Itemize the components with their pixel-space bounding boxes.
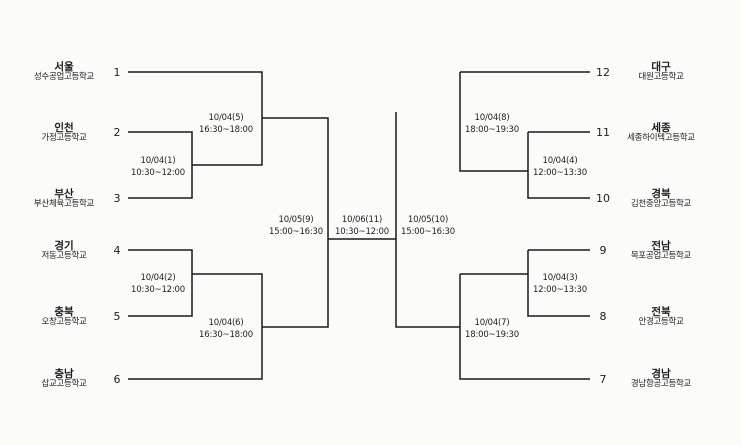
seed-number: 7 <box>599 373 607 386</box>
match-label-2: 10/04(2) 10:30~12:00 <box>131 273 185 296</box>
match-label-11: 10/06(11) 10:30~12:00 <box>335 215 389 238</box>
team-gyeonggi: 경기 저동고등학교 <box>41 240 87 262</box>
match-label-6: 10/04(6) 16:30~18:00 <box>199 318 253 341</box>
team-sejong: 세종 세종하이텍고등학교 <box>627 122 695 144</box>
seed-number: 5 <box>113 310 121 323</box>
match-label-1: 10/04(1) 10:30~12:00 <box>131 156 185 179</box>
match-line-8 <box>459 71 590 172</box>
seed-number: 8 <box>599 310 607 323</box>
match-line-4 <box>527 131 590 199</box>
match-line-10 <box>395 112 460 328</box>
seed-number: 2 <box>113 126 121 139</box>
seed-number: 10 <box>596 192 610 205</box>
seed-number: 6 <box>113 373 121 386</box>
match-label-4: 10/04(4) 12:00~13:30 <box>533 156 587 179</box>
team-gyeongnam: 경남 경남항공고등학교 <box>630 368 692 390</box>
seed-number: 3 <box>113 192 121 205</box>
team-jeonbuk: 전북 안경고등학교 <box>638 306 684 328</box>
team-chungnam: 충남 삽교고등학교 <box>41 368 87 390</box>
match-label-10: 10/05(10) 15:00~16:30 <box>401 215 455 238</box>
seed-number: 11 <box>596 126 610 139</box>
match-line-3 <box>527 249 590 317</box>
match-line-2 <box>128 249 193 317</box>
seed-number: 1 <box>113 66 121 79</box>
match-label-3: 10/04(3) 12:00~13:30 <box>533 273 587 296</box>
team-gyeongbuk: 경북 김천중앙고등학교 <box>630 188 692 210</box>
seed-number: 12 <box>596 66 610 79</box>
match-label-8: 10/04(8) 18:00~19:30 <box>465 113 519 136</box>
team-incheon: 인천 가정고등학교 <box>41 122 87 144</box>
team-seoul: 서울 성수공업고등학교 <box>33 61 95 83</box>
team-daegu: 대구 대원고등학교 <box>638 61 684 83</box>
team-busan: 부산 부산체육고등학교 <box>33 188 95 210</box>
match-line-7 <box>459 273 590 380</box>
match-label-5: 10/04(5) 16:30~18:00 <box>199 113 253 136</box>
team-jeonnam: 전남 목포공업고등학교 <box>630 240 692 262</box>
team-chungbuk: 충북 오창고등학교 <box>41 306 87 328</box>
match-label-7: 10/04(7) 18:00~19:30 <box>465 318 519 341</box>
seed-number: 4 <box>113 244 121 257</box>
match-line-9 <box>262 117 329 328</box>
match-label-9: 10/05(9) 15:00~16:30 <box>269 215 323 238</box>
seed-number: 9 <box>599 244 607 257</box>
